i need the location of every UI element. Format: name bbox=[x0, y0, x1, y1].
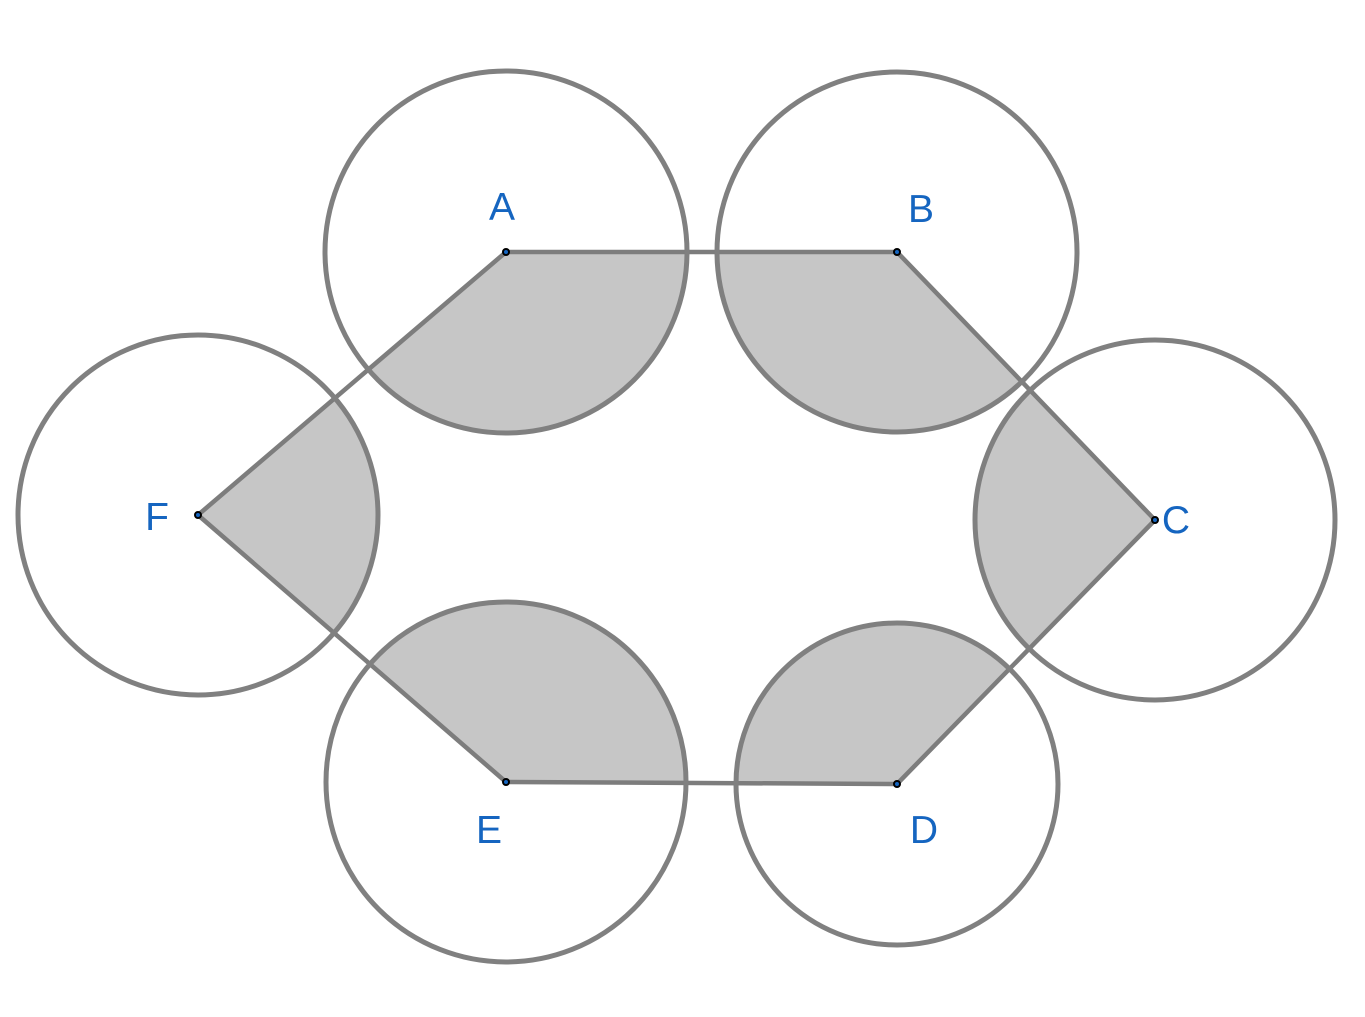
edge-BC bbox=[894, 249, 1158, 523]
vertex-circle-F bbox=[15, 332, 381, 698]
vertex-label-A: A bbox=[489, 186, 515, 229]
edge-DE bbox=[503, 779, 900, 787]
vertex-point-A[interactable] bbox=[502, 248, 510, 256]
edge-EF bbox=[195, 512, 509, 785]
vertex-point-F[interactable] bbox=[194, 511, 202, 519]
vertex-point-D[interactable] bbox=[893, 780, 901, 788]
vertex-label-C: C bbox=[1162, 499, 1190, 542]
angle-sector-C bbox=[975, 390, 1155, 649]
angle-sector-E bbox=[370, 602, 687, 783]
vertex-circle-D bbox=[733, 620, 1061, 948]
vertex-point-B[interactable] bbox=[893, 248, 901, 256]
vertex-circle-C bbox=[972, 337, 1338, 703]
angle-sector-D bbox=[736, 623, 1010, 784]
vertex-label-B: B bbox=[908, 188, 934, 231]
vertex-circle-A bbox=[322, 68, 690, 436]
edge-CD bbox=[894, 517, 1158, 787]
vertex-point-C[interactable] bbox=[1151, 516, 1159, 524]
angle-sector-F bbox=[198, 398, 379, 633]
vertex-circle-E bbox=[323, 599, 689, 965]
vertex-circle-B bbox=[714, 69, 1080, 435]
angle-sector-B bbox=[717, 252, 1022, 432]
angle-sector-A bbox=[368, 252, 687, 433]
edge-FA bbox=[195, 249, 509, 518]
vertex-label-D: D bbox=[910, 809, 938, 852]
vertex-point-E[interactable] bbox=[502, 778, 510, 786]
vertex-label-E: E bbox=[476, 809, 502, 852]
vertex-label-F: F bbox=[145, 496, 169, 539]
